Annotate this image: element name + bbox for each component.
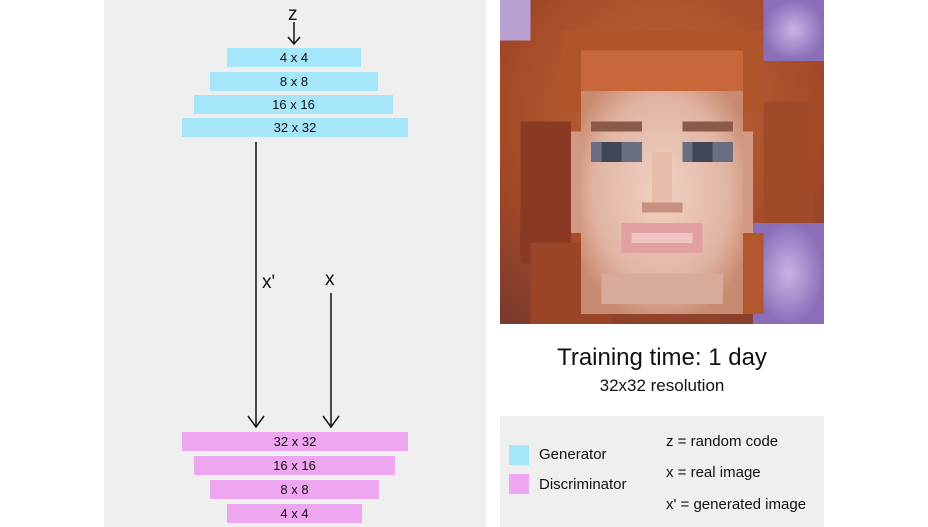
legend: Generator Discriminator z = random code …: [500, 416, 824, 527]
x-definition: x = real image: [666, 464, 761, 481]
discriminator-layer-16x16: 16 x 16: [194, 456, 395, 475]
discriminator-layer-8x8: 8 x 8: [210, 480, 379, 499]
generator-layer-4x4: 4 x 4: [227, 48, 361, 67]
z-label: z: [288, 4, 298, 25]
x-label: x: [325, 269, 335, 290]
discriminator-legend-label: Discriminator: [539, 476, 627, 493]
x-prime-label: x': [262, 272, 276, 293]
generator-swatch: [509, 445, 529, 465]
generated-face-image: [500, 0, 824, 324]
x-arrowhead: [322, 415, 340, 429]
resolution-caption: 32x32 resolution: [599, 376, 725, 395]
z-definition: z = random code: [666, 433, 779, 450]
xprime-definition: x' = generated image: [666, 496, 807, 513]
discriminator-layer-32x32: 32 x 32: [182, 432, 408, 451]
discriminator-layer-4x4: 4 x 4: [227, 504, 362, 523]
training-time-caption: Training time: 1 day: [557, 344, 767, 371]
generator-legend-label: Generator: [539, 446, 607, 463]
generator-layer-32x32: 32 x 32: [182, 118, 408, 137]
pixel-grid: [500, 0, 824, 324]
discriminator-swatch: [509, 474, 529, 494]
generator-layer-8x8: 8 x 8: [210, 72, 378, 91]
z-arrowhead: [287, 36, 301, 46]
generator-layer-16x16: 16 x 16: [194, 95, 393, 114]
xprime-arrowhead: [247, 415, 265, 429]
